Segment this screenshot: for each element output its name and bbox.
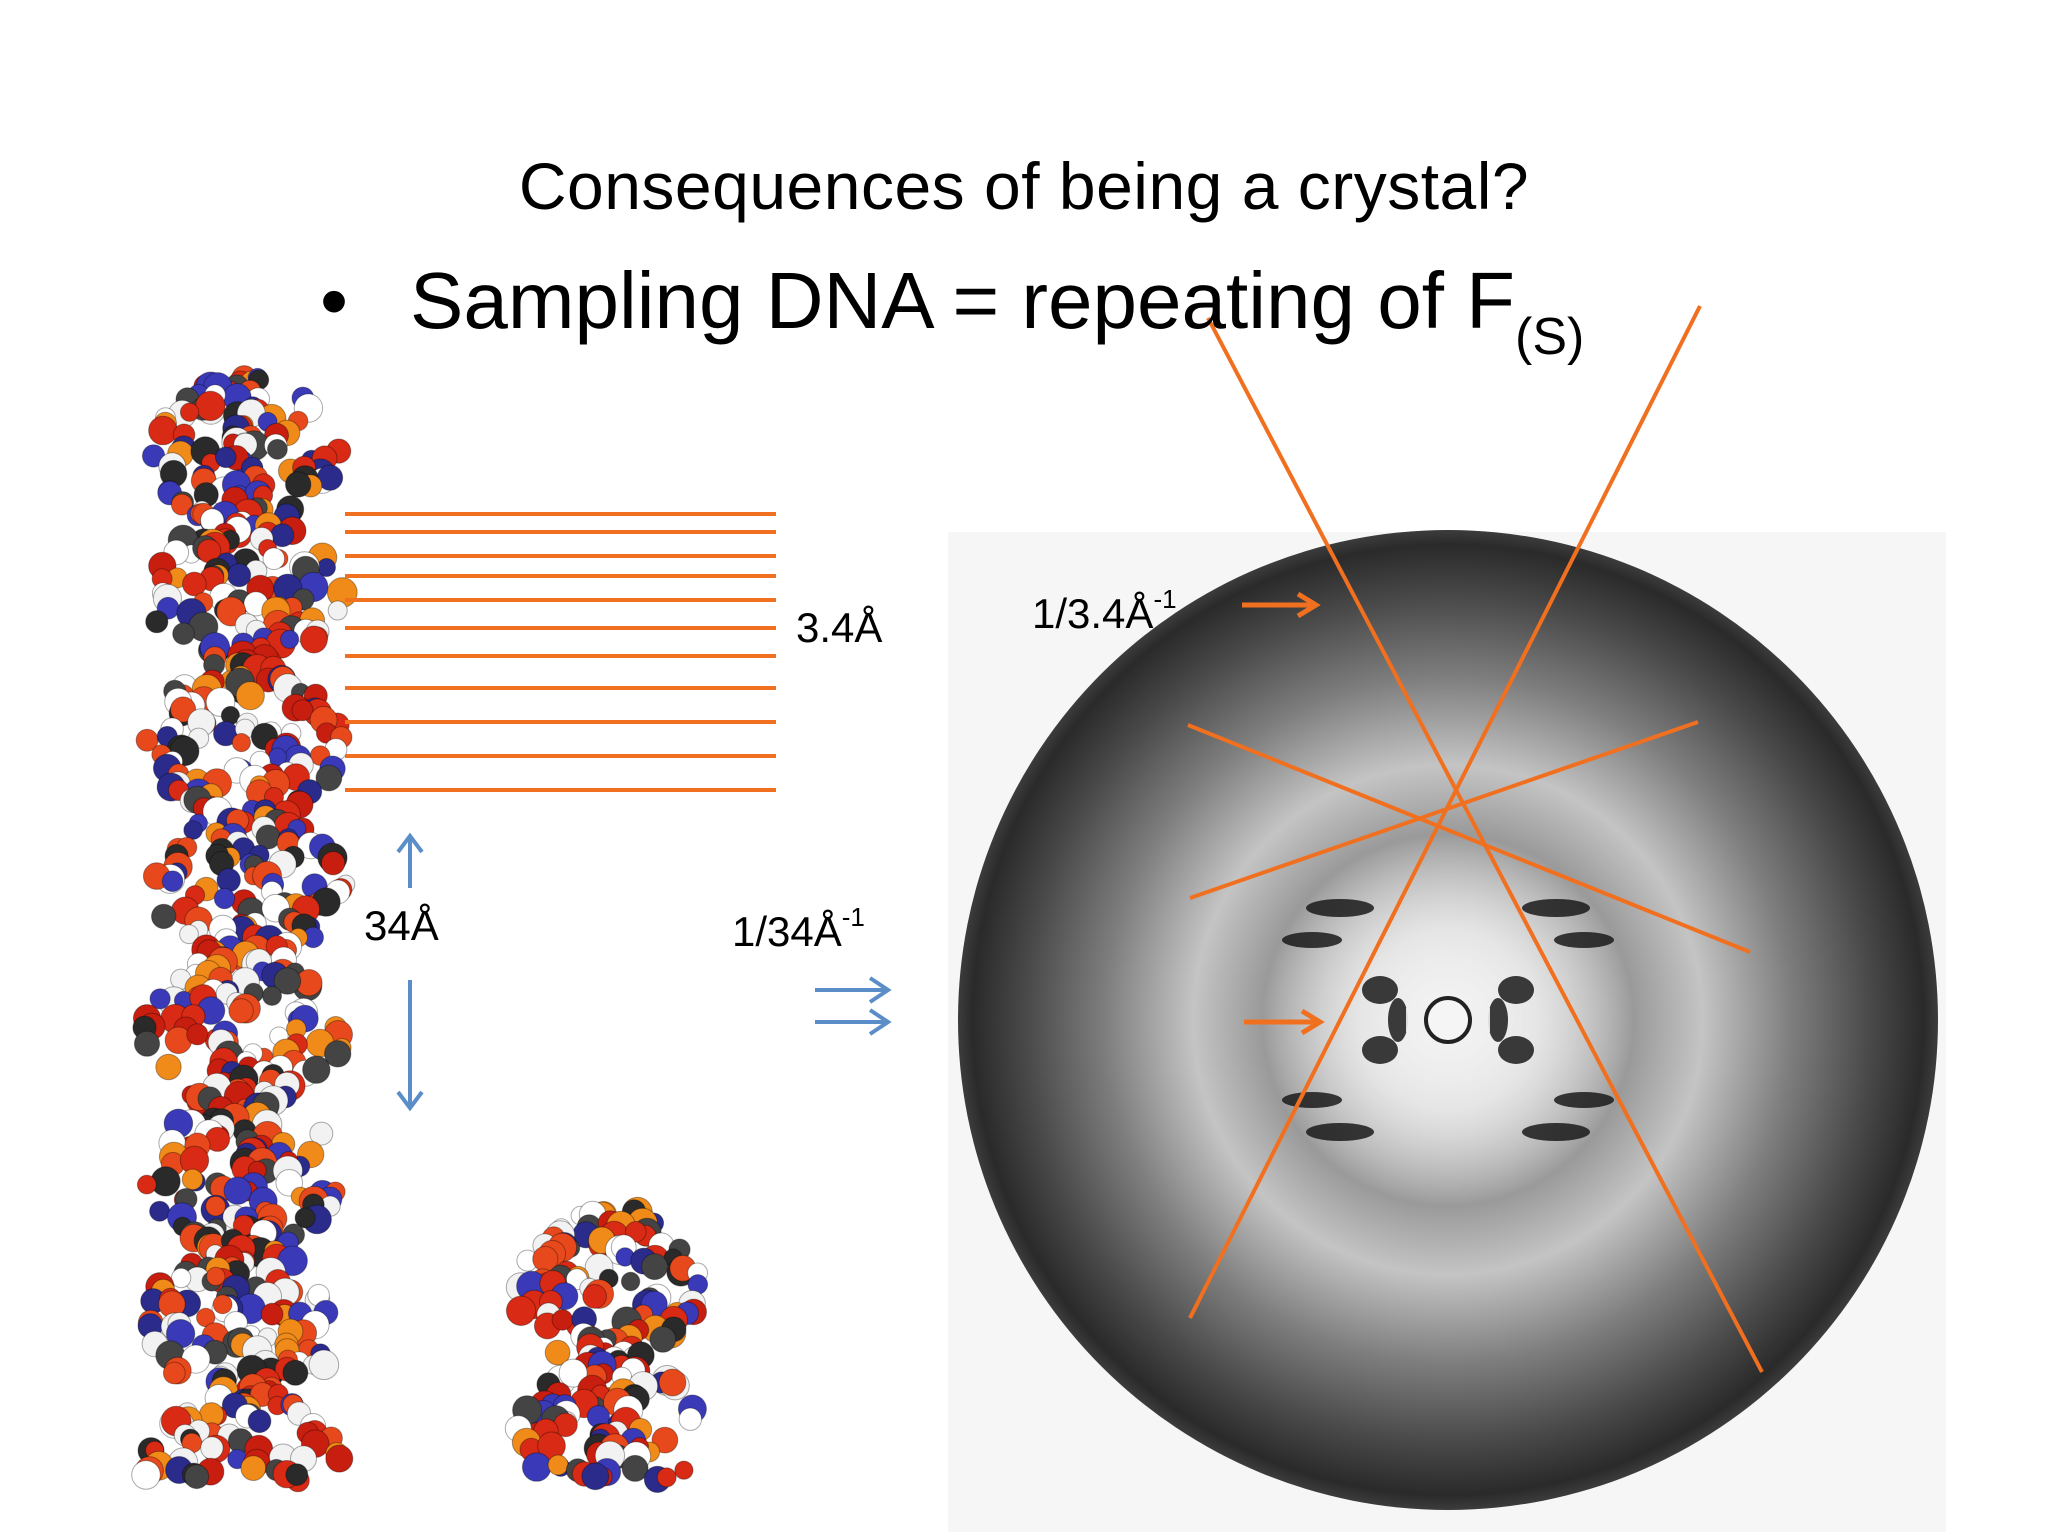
- small-x-line-1: [1187, 723, 1751, 954]
- reciprocal-label-3-4-sup: -1: [1153, 584, 1177, 614]
- bullet-subscript: (S): [1515, 308, 1585, 366]
- reciprocal-label-34-base: 1/34Å: [732, 908, 842, 955]
- spacing-label-3-4: 3.4Å: [796, 604, 883, 651]
- reciprocal-label-3-4: 1/3.4Å-1: [1032, 584, 1177, 638]
- pitch-arrow-down-head: [396, 1090, 424, 1112]
- film-orange-arrows: [1242, 591, 1325, 1036]
- bullet-point: • Sampling DNA = repeating of F(S): [320, 255, 1584, 367]
- slide-title: Consequences of being a crystal?: [518, 149, 1530, 223]
- dna-helix-image-short: [504, 1196, 709, 1494]
- diffraction-pattern-image: [948, 530, 1946, 1532]
- beam-stop: [1424, 996, 1472, 1044]
- reciprocal-double-arrow: [815, 976, 892, 1036]
- reciprocal-label-34-sup: -1: [841, 902, 865, 932]
- bullet-symbol: •: [320, 256, 349, 345]
- pitch-label-34: 34Å: [364, 902, 439, 949]
- base-pair-spacing-lines: [345, 512, 776, 792]
- small-x-line-2: [1189, 720, 1699, 900]
- reciprocal-label-3-4-base: 1/3.4Å: [1032, 590, 1154, 637]
- reciprocal-label-34: 1/34Å-1: [732, 902, 865, 956]
- dna-helix-image-long: [131, 365, 358, 1493]
- helix-pitch-arrows: [396, 832, 424, 1112]
- cross-annotations: [1187, 305, 1764, 1373]
- pitch-arrow-up-head: [396, 832, 424, 854]
- large-x-line-2: [1188, 305, 1702, 1319]
- bullet-text: Sampling DNA = repeating of F: [410, 256, 1516, 345]
